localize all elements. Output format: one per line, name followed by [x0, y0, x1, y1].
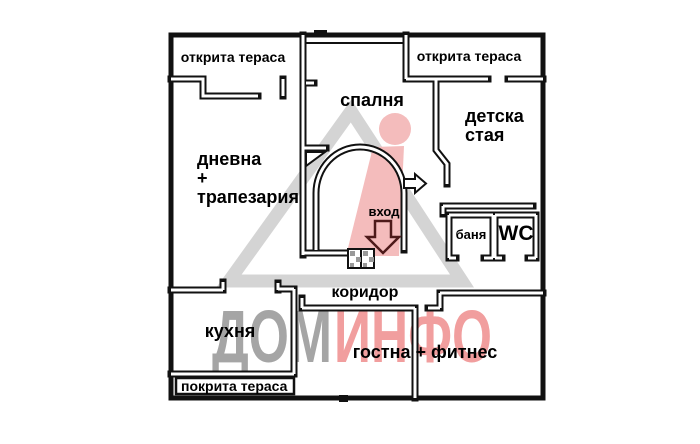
label-terrace-top-right: открита тераса [417, 48, 522, 64]
label-living-line3: трапезария [197, 187, 299, 207]
label-guest-fitness: гостна + фитнес [353, 342, 498, 362]
entrance-arrow-icon [363, 219, 403, 255]
bedroom-door-swing-icon [305, 151, 329, 168]
border-tick-top [314, 30, 327, 36]
label-kitchen: кухня [205, 321, 256, 341]
label-corridor: коридор [332, 284, 399, 301]
label-terrace-top-left: открита тераса [181, 49, 286, 65]
label-bathroom: баня [456, 227, 487, 242]
watermark-i-stem-icon [346, 146, 404, 256]
label-kids-room-line1: детска [465, 106, 525, 126]
outer-wall [168, 32, 546, 401]
label-living-line2: + [197, 168, 208, 188]
label-bedroom: спалня [340, 90, 404, 110]
label-wc: WC [499, 222, 534, 245]
border-tick-bottom [339, 395, 348, 402]
entrance-threshold [347, 248, 375, 269]
label-entrance: вход [369, 204, 401, 219]
label-living-line1: дневна [197, 149, 262, 169]
label-covered-terrace: покрита тераса [181, 378, 288, 394]
door-direction-arrow-icon [403, 171, 428, 196]
label-kids-room-line2: стая [465, 125, 504, 145]
covered-terrace-box [174, 376, 296, 396]
watermark-i-dot-icon [379, 113, 411, 145]
